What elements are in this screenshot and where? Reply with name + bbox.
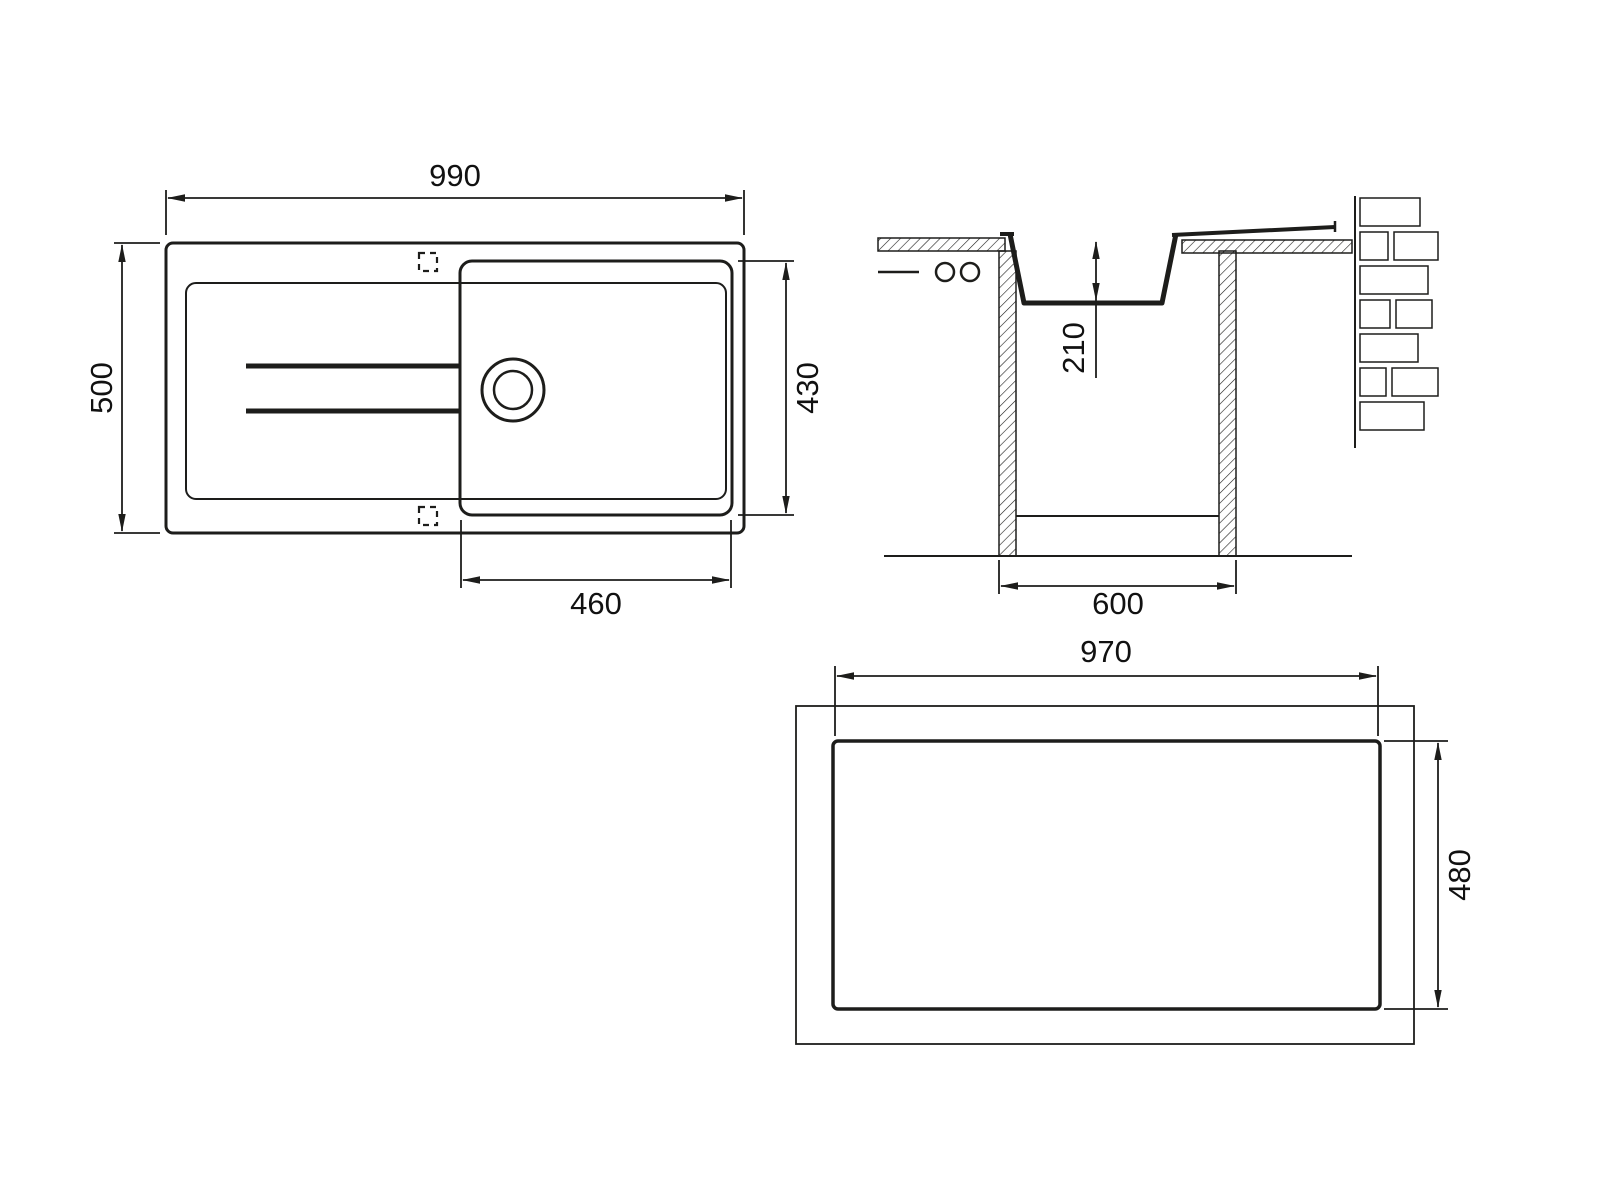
- tap-hole-circle: [934, 261, 956, 283]
- dim-base-width: 600: [998, 560, 1237, 621]
- dim-overall-depth: 500: [84, 242, 160, 534]
- dim-bowl-width: 460: [460, 520, 732, 621]
- brick: [1359, 197, 1421, 227]
- worktop-outline: [795, 705, 1415, 1045]
- bowl-outline: [458, 259, 734, 517]
- cabinet-wall-right: [1218, 250, 1237, 557]
- sink-outline: [164, 241, 746, 535]
- tap-hole-circle: [959, 261, 981, 283]
- brick: [1359, 333, 1419, 363]
- brick: [1359, 265, 1429, 295]
- cabinet-wall-left: [998, 250, 1017, 557]
- dim-label-480: 480: [1442, 849, 1477, 901]
- dim-label-460: 460: [570, 586, 622, 621]
- brick: [1393, 231, 1439, 261]
- dim-label-500: 500: [84, 362, 119, 414]
- cutout-outline: [831, 739, 1382, 1011]
- brick: [1395, 299, 1433, 329]
- brick: [1359, 401, 1425, 431]
- dim-label-970: 970: [1080, 634, 1132, 669]
- brick: [1359, 367, 1387, 397]
- drainboard-outline: [185, 282, 727, 500]
- dim-bowl-height: 210: [1056, 241, 1100, 378]
- dim-cutout-width: 970: [834, 634, 1379, 736]
- brick: [1391, 367, 1439, 397]
- dim-label-430: 430: [790, 362, 825, 414]
- fixing-mark-top: [417, 251, 439, 273]
- brick: [1359, 299, 1391, 329]
- worktop-section-right: [1181, 239, 1353, 254]
- dim-overall-width: 990: [165, 158, 745, 235]
- plan-view: 990 500 430 460: [84, 158, 825, 621]
- cutout-view: 970 480: [795, 634, 1477, 1045]
- brick: [1359, 231, 1389, 261]
- dim-label-600: 600: [1092, 586, 1144, 621]
- dim-cutout-height: 480: [1384, 740, 1477, 1010]
- fixing-mark-bottom: [417, 505, 439, 527]
- drain-outer-circle: [480, 357, 546, 423]
- dim-label-210: 210: [1056, 322, 1091, 374]
- brick-wall: [1354, 196, 1439, 448]
- drainboard-section-profile: [1171, 225, 1336, 237]
- drain-inner-circle: [492, 369, 534, 411]
- section-view: 210 600: [877, 196, 1439, 621]
- dim-bowl-depth: 430: [738, 260, 825, 516]
- worktop-section-left: [877, 237, 1006, 252]
- bowl-section-profile: [1007, 233, 1179, 306]
- dim-label-990: 990: [429, 158, 481, 193]
